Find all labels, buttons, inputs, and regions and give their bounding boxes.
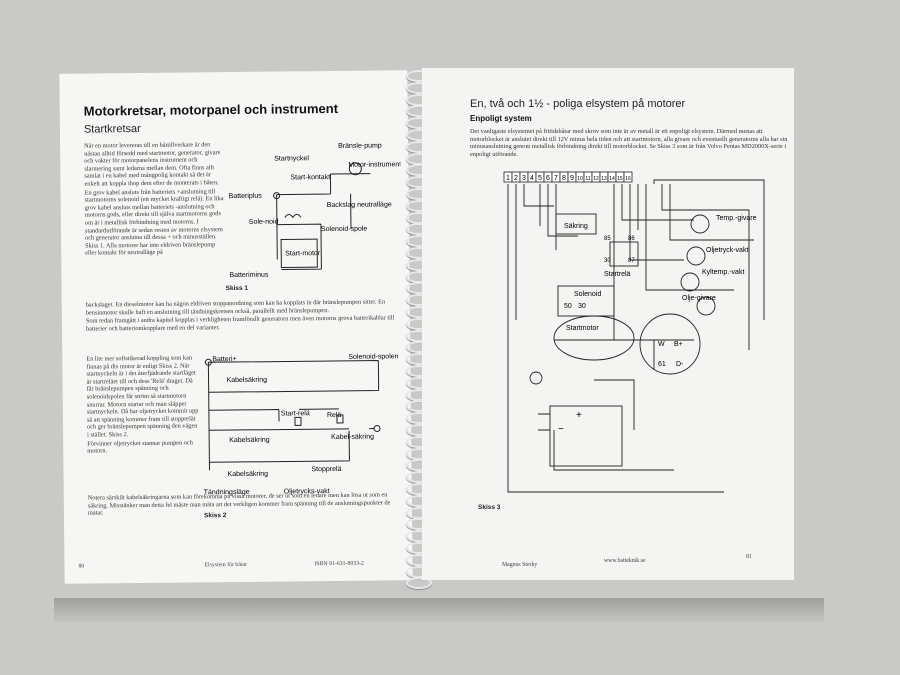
text-column-bottom: En lite mer sofistikerad koppling som ka… xyxy=(86,354,199,456)
terminal-label: 14 xyxy=(609,176,615,182)
paragraph: Som redan framgått i andra kapitel koppl… xyxy=(85,314,395,333)
label-solenoid-coil: Solenoid-spole xyxy=(321,226,367,233)
terminal-label: 12 xyxy=(593,176,599,182)
label-fuse-4: Kabelsäkring xyxy=(228,471,269,478)
label-fuse-3: Kabel-säkring xyxy=(331,434,374,441)
figure-caption: Skiss 2 xyxy=(203,512,227,520)
label-bplus: B+ xyxy=(674,341,683,348)
label-ignition: Tändningsläge xyxy=(204,489,250,496)
label-solenoid: Solenoid xyxy=(574,291,601,298)
terminal-label: 15 xyxy=(617,176,623,182)
terminal-label: 10 xyxy=(577,176,583,182)
label-solenoid: Sole-noid xyxy=(249,219,279,226)
terminal-box xyxy=(623,171,633,183)
terminal-label: 1 xyxy=(506,175,510,182)
paragraph: Förvinner oljetrycket stannar pumpen och… xyxy=(87,438,193,455)
label-start-motor: Startmotor xyxy=(566,325,599,332)
book-shadow xyxy=(54,598,824,622)
terminal-label: 3 xyxy=(522,175,526,182)
label-fuse: Säkring xyxy=(564,223,588,230)
section-heading: Enpoligt system xyxy=(470,114,532,123)
label-dminus: D- xyxy=(676,361,684,368)
terminal-label: 2 xyxy=(514,175,518,182)
figure-caption: Skiss 1 xyxy=(225,284,249,293)
paragraph: Det vanligaste elsystemet på fritidsbåta… xyxy=(470,128,788,158)
label-coolant-guard: Kyltemp.-vakt xyxy=(702,269,744,276)
left-page: Motorkretsar, motorpanel och instrument … xyxy=(59,70,413,584)
label-relay: Relä xyxy=(327,412,342,419)
terminal-label: 8 xyxy=(562,175,566,182)
terminal-label: 5 xyxy=(538,175,542,182)
label-87: 87 xyxy=(628,258,635,264)
label-backslag: Backslag neutralläge xyxy=(327,201,392,209)
label-battery-minus: Batteriminus xyxy=(229,272,268,279)
battery-plus-sign: + xyxy=(576,410,582,421)
paragraph: När en motor levereras till en båttillve… xyxy=(84,141,221,188)
footer-url: www.batteknik.se xyxy=(604,558,646,564)
label-85: 85 xyxy=(604,236,611,242)
page-title: En, två och 1½ - poliga elsystem på moto… xyxy=(470,98,686,110)
page-title: Motorkretsar, motorpanel och instrument xyxy=(83,100,339,119)
intro-paragraph: Det vanligaste elsystemet på fritidsbåta… xyxy=(470,128,788,159)
label-battery-plus: Batteriplus xyxy=(229,193,263,200)
terminal-label: 6 xyxy=(546,175,550,182)
terminal-label: 13 xyxy=(601,176,607,182)
footer-author: Magnus Sterky xyxy=(502,562,538,568)
label-50: 50 xyxy=(564,303,572,310)
paragraph: backslaget. En dieselmotor kan ha någon … xyxy=(85,298,386,317)
right-page: En, två och 1½ - poliga elsystem på moto… xyxy=(422,68,794,580)
terminal-label: 9 xyxy=(570,175,574,182)
page-number: 81 xyxy=(746,554,752,560)
footer-title: Elsystem för båtar xyxy=(204,561,248,569)
label-fuse-1: Kabelsäkring xyxy=(227,377,268,384)
label-w: W xyxy=(658,341,665,348)
label-fuse-2: Kabelsäkring xyxy=(229,437,270,444)
page-number: 80 xyxy=(78,563,85,570)
figure-caption: Skiss 3 xyxy=(478,504,501,511)
paragraph: En lite mer sofistikerad koppling som ka… xyxy=(86,354,199,439)
label-battery-plus: Batteri+ xyxy=(212,356,236,363)
label-start-contact: Start-kontakt xyxy=(290,174,330,181)
label-30: 30 xyxy=(604,258,611,264)
text-column-top: När en motor levereras till en båttillve… xyxy=(84,141,225,258)
terminal-label: 4 xyxy=(530,175,534,182)
terminal-label: 11 xyxy=(585,176,590,182)
label-engine-instrument: Motor-instrument xyxy=(348,161,401,169)
footer-isbn: ISBN 91-631-8033-2 xyxy=(314,560,364,568)
label-fuel-pump: Bränsle-pump xyxy=(338,142,382,149)
label-solenoid-coil: Solenoid-spolen xyxy=(348,353,398,361)
label-start-relay: Start-relä xyxy=(281,410,310,417)
label-oil-guard: Oljetryck-vakt xyxy=(706,247,748,254)
label-61: 61 xyxy=(658,361,666,368)
label-start-key: Startnyckel xyxy=(274,155,309,162)
label-start-relay: Startrelä xyxy=(604,271,631,278)
binding-coil xyxy=(406,577,432,590)
text-full-width: backslaget. En dieselmotor kan ha någon … xyxy=(86,298,396,334)
label-start-motor: Start-motor xyxy=(285,250,321,257)
label-30-solenoid: 30 xyxy=(578,303,586,310)
label-stop-relay: Stopprelä xyxy=(311,466,341,473)
battery-minus-sign: − xyxy=(558,424,564,435)
label-oil-guard: Oljetrycks-vakt xyxy=(284,488,330,495)
label-86: 86 xyxy=(628,236,635,242)
terminal-label: 7 xyxy=(554,175,558,182)
section-heading: Startkretsar xyxy=(83,122,141,136)
wiring-diagram-1: Bränsle-pump Startnyckel Start-kontakt M… xyxy=(229,142,402,279)
paragraph: En grov kabel ansluts från batteriets +a… xyxy=(84,187,224,257)
label-oil-sender: Olje-givare xyxy=(682,295,716,302)
terminal-label: 16 xyxy=(625,176,631,182)
label-temp-sender: Temp.-givare xyxy=(716,215,757,222)
wiring-diagram-2: Batteri+ Solenoid-spolen Kabelsäkring St… xyxy=(204,353,399,496)
